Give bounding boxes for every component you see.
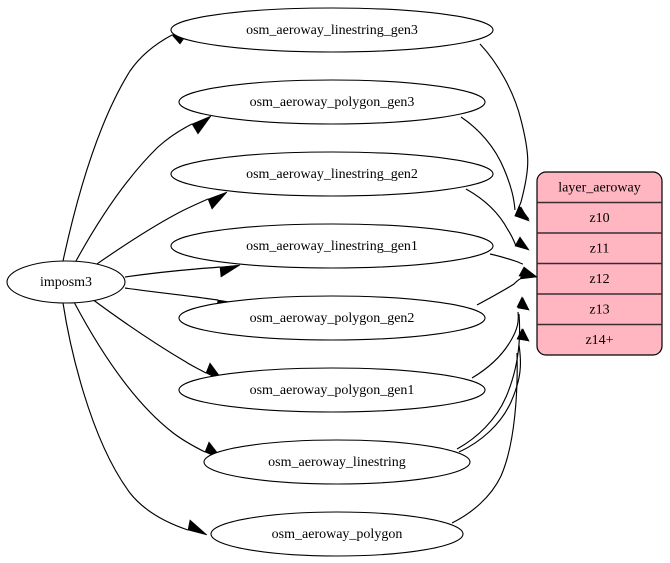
- node-shape: [6, 260, 126, 304]
- node-osm_aeroway_polygon_gen1[interactable]: osm_aeroway_polygon_gen1: [178, 367, 486, 413]
- edge-path: [460, 116, 516, 211]
- edge-path: [124, 266, 221, 278]
- node-label: imposm3: [40, 275, 92, 290]
- edge-arrowhead: [219, 264, 241, 278]
- layer-table-row-label-z11: z11: [590, 241, 610, 256]
- layer-table-row-label-z12: z12: [589, 272, 609, 287]
- node-osm_aeroway_linestring_gen3[interactable]: osm_aeroway_linestring_gen3: [170, 7, 494, 53]
- edge-path: [62, 302, 189, 531]
- edge-path: [124, 287, 219, 301]
- node-shape: [178, 79, 486, 125]
- node-label: osm_aeroway_linestring_gen1: [246, 239, 418, 254]
- edge-path: [479, 43, 529, 217]
- edge-path: [73, 301, 206, 453]
- node-shape: [210, 511, 464, 557]
- edge-osm_aeroway_polygon_gen3-to-z10: [460, 116, 530, 220]
- edge-imposm3-to-osm_aeroway_polygon_gen3: [75, 115, 212, 262]
- node-osm_aeroway_polygon_gen3[interactable]: osm_aeroway_polygon_gen3: [178, 79, 486, 125]
- edge-path: [451, 352, 518, 524]
- edge-osm_aeroway_linestring_gen2-to-z11: [465, 188, 530, 251]
- edge-path: [471, 311, 519, 379]
- node-label: osm_aeroway_polygon_gen1: [250, 383, 415, 398]
- node-shape: [178, 295, 486, 341]
- edge-arrowhead: [207, 191, 228, 210]
- node-imposm3[interactable]: imposm3: [6, 260, 126, 304]
- edge-imposm3-to-osm_aeroway_linestring_gen2: [93, 191, 228, 267]
- node-osm_aeroway_linestring[interactable]: osm_aeroway_linestring: [203, 439, 471, 485]
- node-label: osm_aeroway_linestring_gen2: [246, 167, 418, 182]
- node-osm_aeroway_linestring_gen2[interactable]: osm_aeroway_linestring_gen2: [170, 151, 494, 197]
- node-shape: [178, 367, 486, 413]
- layer-table-header-label: layer_aeroway: [558, 180, 640, 195]
- edge-path: [465, 188, 517, 247]
- node-shape: [203, 439, 471, 485]
- node-osm_aeroway_linestring_gen1[interactable]: osm_aeroway_linestring_gen1: [170, 223, 494, 269]
- edge-osm_aeroway_linestring_gen3-to-z10: [479, 43, 530, 222]
- layer-table-row-label-z13: z13: [589, 302, 609, 317]
- edge-path: [62, 34, 173, 262]
- node-label: osm_aeroway_linestring_gen3: [246, 23, 418, 38]
- node-label: osm_aeroway_linestring: [268, 455, 406, 470]
- node-shape: [170, 151, 494, 197]
- node-shape: [170, 223, 494, 269]
- node-osm_aeroway_polygon[interactable]: osm_aeroway_polygon: [210, 511, 464, 557]
- nodes-layer: imposm3 osm_aeroway_linestring_gen3 osm_ae…: [6, 7, 494, 557]
- edge-imposm3-to-osm_aeroway_linestring_gen3: [62, 26, 193, 262]
- edge-arrowhead: [517, 297, 530, 311]
- node-label: osm_aeroway_polygon_gen3: [250, 95, 415, 110]
- edge-path: [476, 278, 521, 306]
- edge-path: [75, 123, 193, 262]
- edge-imposm3-to-osm_aeroway_linestring_gen1: [124, 264, 241, 278]
- node-shape: [170, 7, 494, 53]
- layer-aeroway-table: layer_aeroway z10 z11 z12 z13 z14+: [536, 171, 663, 356]
- edge-arrowhead: [514, 205, 530, 220]
- edge-arrowhead: [514, 236, 530, 251]
- edge-imposm3-to-osm_aeroway_polygon: [62, 302, 208, 536]
- edge-path: [91, 298, 207, 374]
- edge-osm_aeroway_polygon-to-z14plus: [451, 328, 530, 524]
- node-label: osm_aeroway_polygon_gen2: [250, 311, 415, 326]
- edge-path: [489, 253, 524, 265]
- layer-table-row-label-z14plus: z14+: [585, 333, 613, 348]
- node-osm_aeroway_polygon_gen2[interactable]: osm_aeroway_polygon_gen2: [178, 295, 486, 341]
- edge-path: [458, 344, 521, 453]
- layer-table-row-label-z10: z10: [589, 211, 609, 226]
- edge-arrowhead: [187, 519, 208, 536]
- edge-arrowhead: [191, 115, 212, 135]
- node-label: osm_aeroway_polygon: [272, 527, 403, 542]
- edge-arrowhead: [516, 328, 530, 342]
- edge-arrowhead: [519, 268, 538, 280]
- edge-osm_aeroway_polygon_gen2-to-z12: [476, 268, 538, 306]
- edge-path: [93, 198, 209, 267]
